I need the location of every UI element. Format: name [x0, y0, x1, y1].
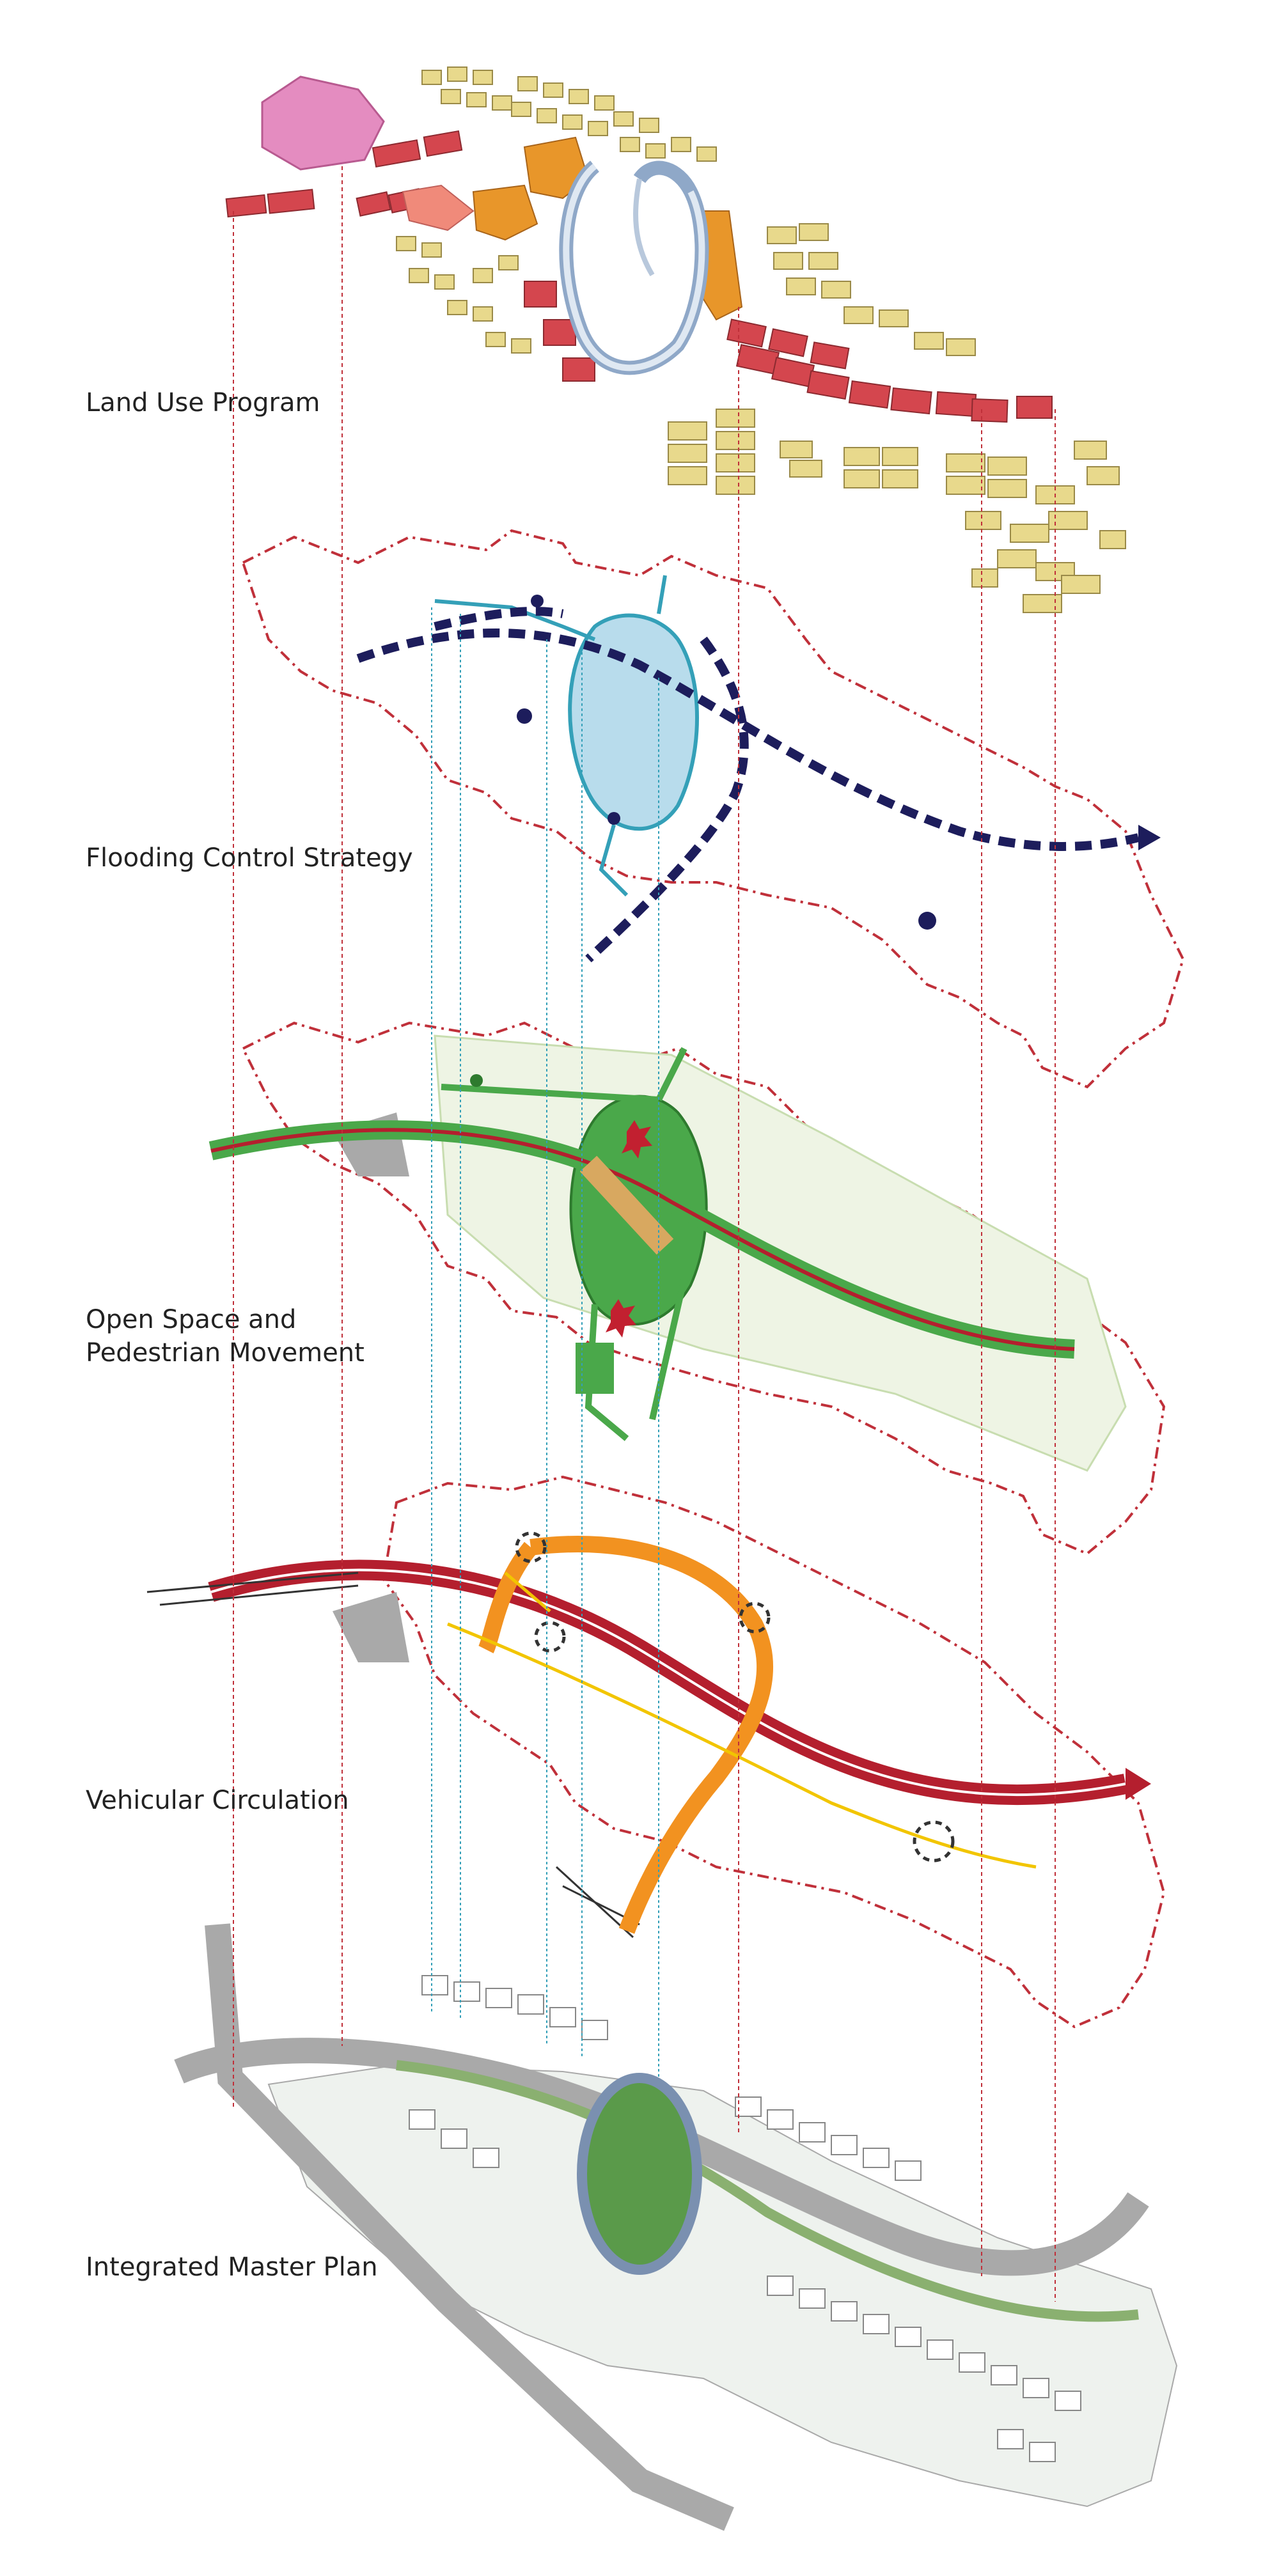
cross-marker-icon — [606, 1299, 636, 1338]
highway-centerline — [210, 1568, 1126, 1797]
highway-main — [208, 1559, 1128, 1806]
tree-marker — [470, 1074, 483, 1087]
central-oval-building — [559, 160, 709, 375]
mixed-use-block — [402, 184, 475, 231]
retention-pond — [568, 613, 699, 831]
label-vehicular-text: Vehicular Circulation — [86, 1786, 349, 1815]
plan-buildings — [409, 1975, 1081, 2462]
residential-blocks-upper — [396, 66, 717, 354]
central-oval — [577, 2073, 702, 2275]
label-land-use-text: Land Use Program — [86, 388, 320, 418]
arrow-head-icon — [1138, 825, 1161, 850]
site-boundary — [241, 529, 1185, 1089]
freeway-band — [205, 1923, 734, 2531]
alignment-lines-red — [233, 166, 1056, 2302]
residential-blocks-right — [668, 223, 1126, 613]
roundabout-icon — [739, 1602, 771, 1634]
cross-marker-icon — [622, 1120, 652, 1159]
drainage-lines — [356, 607, 1140, 963]
alignment-lines-cyan — [431, 607, 659, 2078]
arrow-head-icon — [1126, 1768, 1151, 1800]
label-open-space: Open Space and Pedestrian Movement — [86, 1303, 365, 1370]
roundabout-icon — [515, 1531, 547, 1563]
gray-parcel-4 — [333, 1592, 409, 1662]
label-master-plan: Integrated Master Plan — [86, 2251, 378, 2284]
roundabouts — [515, 1531, 955, 1862]
master-plan-layer — [174, 1923, 1178, 2531]
vehicular-layer — [146, 1475, 1166, 2029]
label-open-space-line2: Pedestrian Movement — [86, 1338, 365, 1368]
commercial-blocks — [225, 130, 1053, 423]
cyan-channels — [434, 575, 667, 897]
roundabout-icon — [913, 1820, 955, 1862]
civic-block — [261, 75, 385, 171]
flooding-layer — [241, 529, 1185, 1089]
bridge-deck — [579, 1155, 674, 1255]
label-master-plan-text: Integrated Master Plan — [86, 2252, 378, 2282]
yellow-collectors — [447, 1572, 1037, 1869]
roundabout-icon — [534, 1621, 566, 1653]
label-land-use: Land Use Program — [86, 386, 320, 419]
green-paths — [441, 1047, 687, 1441]
mixed-use-blocks — [472, 136, 743, 321]
base-platform — [267, 2064, 1178, 2508]
pedestrian-path — [210, 1128, 1075, 1351]
site-boundary-4 — [382, 1475, 1166, 2029]
open-space-layer — [208, 1021, 1166, 1556]
label-flooding: Flooding Control Strategy — [86, 841, 413, 875]
orange-arterials — [478, 1536, 774, 1934]
land-use-layer — [225, 66, 1126, 613]
drainage-outlets — [517, 595, 1161, 930]
cross-markers — [606, 1120, 652, 1338]
label-vehicular: Vehicular Circulation — [86, 1784, 349, 1817]
label-open-space-line1: Open Space and — [86, 1305, 297, 1334]
label-flooding-text: Flooding Control Strategy — [86, 843, 413, 873]
green-strip — [396, 2060, 1139, 2322]
